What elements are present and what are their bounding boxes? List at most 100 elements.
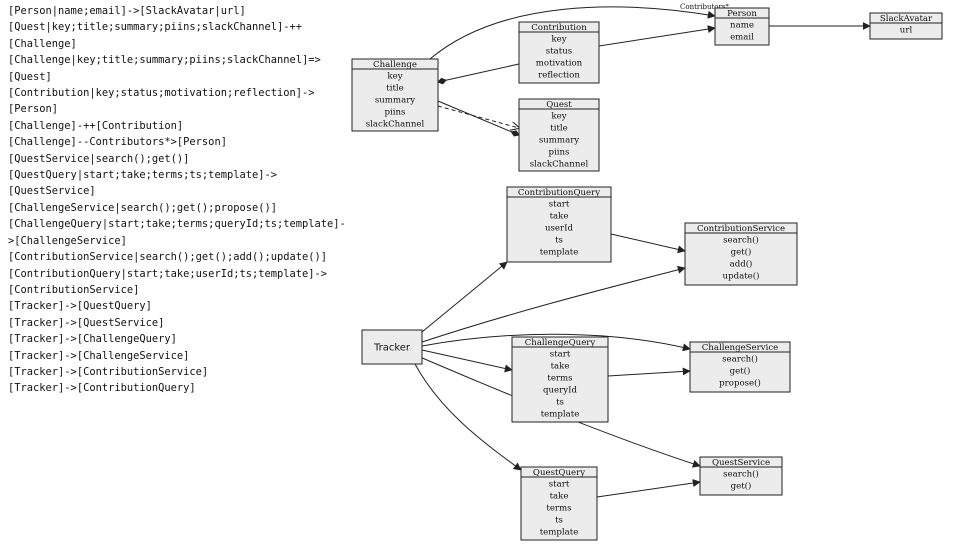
class-member: get(): [731, 247, 752, 258]
class-box-person: Person name email: [714, 7, 770, 46]
class-title: Contribution: [531, 23, 587, 33]
class-member: propose(): [719, 378, 761, 389]
dsl-line: [Challenge]-++[Contribution]: [8, 119, 184, 132]
class-box-frame: [351, 58, 439, 132]
dsl-line: [Tracker]->[ContributionService]: [8, 365, 209, 378]
class-member: key: [387, 72, 402, 82]
class-title: Person: [727, 9, 757, 19]
dsl-line: [QuestService|search();get()]: [8, 152, 190, 165]
class-member: ts: [555, 236, 563, 246]
class-member: template: [541, 410, 580, 420]
dsl-line: [Contribution|key;status;motivation;refl…: [8, 87, 315, 100]
dsl-line: [Challenge]--Contributors*>[Person]: [8, 136, 227, 149]
class-member: title: [550, 124, 568, 134]
class-title: QuestService: [712, 458, 770, 468]
class-box-slackavatar: SlackAvatar url: [869, 12, 943, 40]
class-box-quest: Quest key title summary piins slackChannel: [518, 98, 600, 172]
class-member: reflection: [538, 71, 580, 81]
class-member: queryId: [543, 386, 577, 396]
class-member: summary: [375, 96, 415, 106]
class-member: title: [386, 84, 404, 94]
dsl-line: [ChallengeQuery|start;take;terms;queryId…: [8, 218, 346, 231]
class-title: Tracker: [373, 343, 411, 354]
dsl-line: [Person|name;email]->[SlackAvatar|url]: [8, 5, 246, 17]
class-member: get(): [730, 366, 751, 377]
class-box-frame: [518, 98, 600, 172]
dsl-line: [ChallengeService|search();get();propose…: [8, 201, 277, 214]
class-member: add(): [730, 259, 753, 270]
dsl-line: [Challenge|key;title;summary;piins;slack…: [8, 54, 321, 67]
class-member: url: [900, 26, 913, 36]
class-title: Quest: [546, 100, 572, 110]
class-box-frame: [689, 341, 791, 393]
class-member: piins: [385, 108, 406, 118]
relation-realization: [437, 105, 519, 128]
dsl-line: [Tracker]->[ContributionQuery]: [8, 382, 196, 395]
dsl-line: [ContributionService|search();get();add(…: [8, 251, 328, 264]
dsl-line: [ContributionQuery|start;take;userId;ts;…: [8, 267, 328, 280]
class-title: QuestQuery: [533, 468, 585, 478]
class-member: start: [550, 350, 571, 360]
class-member: slackChannel: [366, 120, 425, 130]
class-box-frame: [361, 329, 423, 365]
class-member: start: [549, 200, 570, 210]
class-member: slackChannel: [530, 160, 589, 170]
class-title: Challenge: [373, 60, 417, 70]
class-member: start: [549, 480, 570, 490]
relation-association: [421, 261, 508, 333]
class-title: ChallengeService: [702, 343, 779, 353]
class-member: piins: [549, 148, 570, 158]
class-box-frame: [506, 186, 612, 263]
dsl-line: [Quest|key;title;summary;piins;slackChan…: [8, 21, 303, 34]
class-member: take: [551, 362, 570, 372]
class-box-frame: [714, 7, 770, 46]
relation-dependency: [429, 6, 716, 60]
class-member: take: [550, 492, 569, 502]
class-box-frame: [699, 456, 783, 496]
class-box-contributionquery: ContributionQuerystarttakeuserIdtstempla…: [506, 186, 612, 263]
relation-association: [421, 333, 691, 352]
class-member: motivation: [536, 59, 583, 69]
relation-association: [421, 349, 513, 373]
dsl-line: [Tracker]->[QuestService]: [8, 316, 165, 329]
class-member: terms: [547, 374, 572, 384]
class-title: ContributionService: [697, 224, 785, 234]
class-member: terms: [546, 504, 571, 514]
class-box-frame: [520, 466, 598, 541]
class-member: search(): [723, 235, 759, 246]
class-member: ts: [556, 398, 564, 408]
relation-association: [607, 367, 691, 377]
class-box-challenge: Challenge key title summary piins slackChanne…: [351, 58, 439, 132]
relation-association: [414, 363, 522, 471]
class-member: update(): [723, 271, 760, 282]
class-member: summary: [539, 136, 579, 146]
class-box-contribution: Contributionkeystatusmotivationreflectio…: [518, 21, 600, 84]
relation-association: [596, 479, 701, 498]
class-box-frame: [511, 336, 609, 423]
class-member: email: [730, 33, 754, 43]
class-title: ChallengeQuery: [525, 338, 596, 348]
dsl-line: [QuestService]: [8, 185, 96, 198]
dsl-line: [Quest]: [8, 70, 52, 83]
relation-composition: [437, 100, 520, 137]
class-member: search(): [722, 354, 758, 365]
class-title: SlackAvatar: [880, 14, 933, 24]
dsl-line: [Tracker]->[QuestQuery]: [8, 300, 152, 313]
relation-composition: [437, 63, 520, 85]
relation-association: [610, 233, 686, 254]
class-member: search(): [723, 469, 759, 480]
class-member: ts: [555, 516, 563, 526]
class-box-contributionservice: ContributionServicesearch()get()add()upd…: [684, 222, 798, 286]
class-member: key: [551, 35, 566, 45]
class-box-challengequery: ChallengeQuery start take terms queryId ts tem…: [511, 336, 609, 423]
class-member: name: [730, 21, 754, 31]
dsl-line: [QuestQuery|start;take;terms;ts;template…: [8, 169, 277, 182]
dsl-source-panel: [Person|name;email]->[SlackAvatar|url] [Q…: [8, 3, 348, 397]
class-member: userId: [545, 224, 574, 234]
dsl-line: >[ChallengeService]: [8, 234, 127, 247]
class-box-tracker: Tracker: [361, 329, 423, 365]
class-member: key: [551, 112, 566, 122]
